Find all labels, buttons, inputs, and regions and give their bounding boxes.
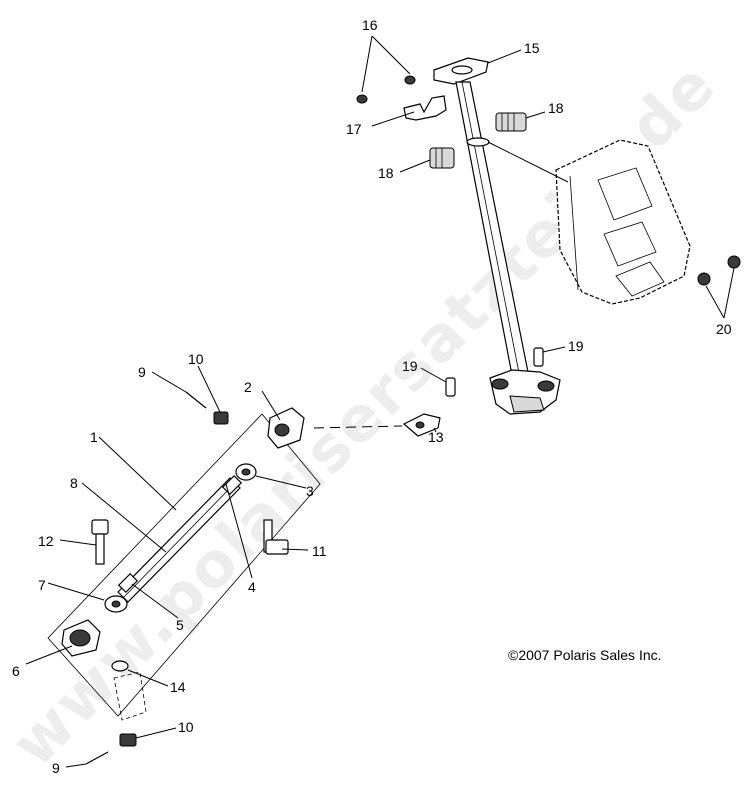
bearing-part-6 [61,619,101,657]
callout-11: 11 [312,543,327,559]
callout-15: 15 [524,40,540,56]
callout-18-lower: 18 [378,165,394,181]
callout-19-left: 19 [402,358,418,374]
callout-9-lower: 9 [52,760,60,776]
callout-labels: 1 2 3 4 5 6 7 8 9 9 10 10 11 12 13 14 15… [12,17,732,776]
callout-5: 5 [176,617,184,633]
callout-13: 13 [428,429,444,445]
callout-18-upper: 18 [548,100,564,116]
callout-16: 16 [362,17,378,33]
callout-20: 20 [716,321,732,337]
nut-part-10a [213,411,229,425]
callout-8: 8 [70,475,78,491]
frame-panel [555,139,691,305]
callout-17: 17 [346,121,362,137]
steering-post-assembly [433,57,561,415]
callout-6: 6 [12,663,20,679]
bushing-part-18 [429,112,527,169]
copyright-notice: ©2007 Polaris Sales Inc. [508,647,662,663]
nut-part-20 [697,255,741,286]
bolt-part-11 [263,519,289,555]
callout-3: 3 [306,483,314,499]
nut-part-10b [119,733,137,747]
bolt-part-12 [91,519,109,565]
callout-10-upper: 10 [188,351,204,367]
callout-12: 12 [38,533,54,549]
callout-14: 14 [170,679,186,695]
bearing-part-2 [267,407,305,449]
callout-10-lower: 10 [178,719,194,735]
bracket-part-17 [403,95,447,121]
callout-4: 4 [248,579,256,595]
cotter-pin-part-9b [85,751,109,765]
callout-2: 2 [244,379,252,395]
spindle-stub [113,671,147,721]
callout-19-right: 19 [568,338,584,354]
washer-part-14 [111,660,129,672]
tie-rod-assembly [47,413,321,717]
screw-part-16 [356,75,416,104]
callout-7: 7 [38,577,46,593]
callout-1: 1 [90,429,98,445]
cotter-pin-part-9a [185,391,207,409]
callout-9-upper: 9 [138,364,146,380]
bolt-part-19 [445,347,544,397]
